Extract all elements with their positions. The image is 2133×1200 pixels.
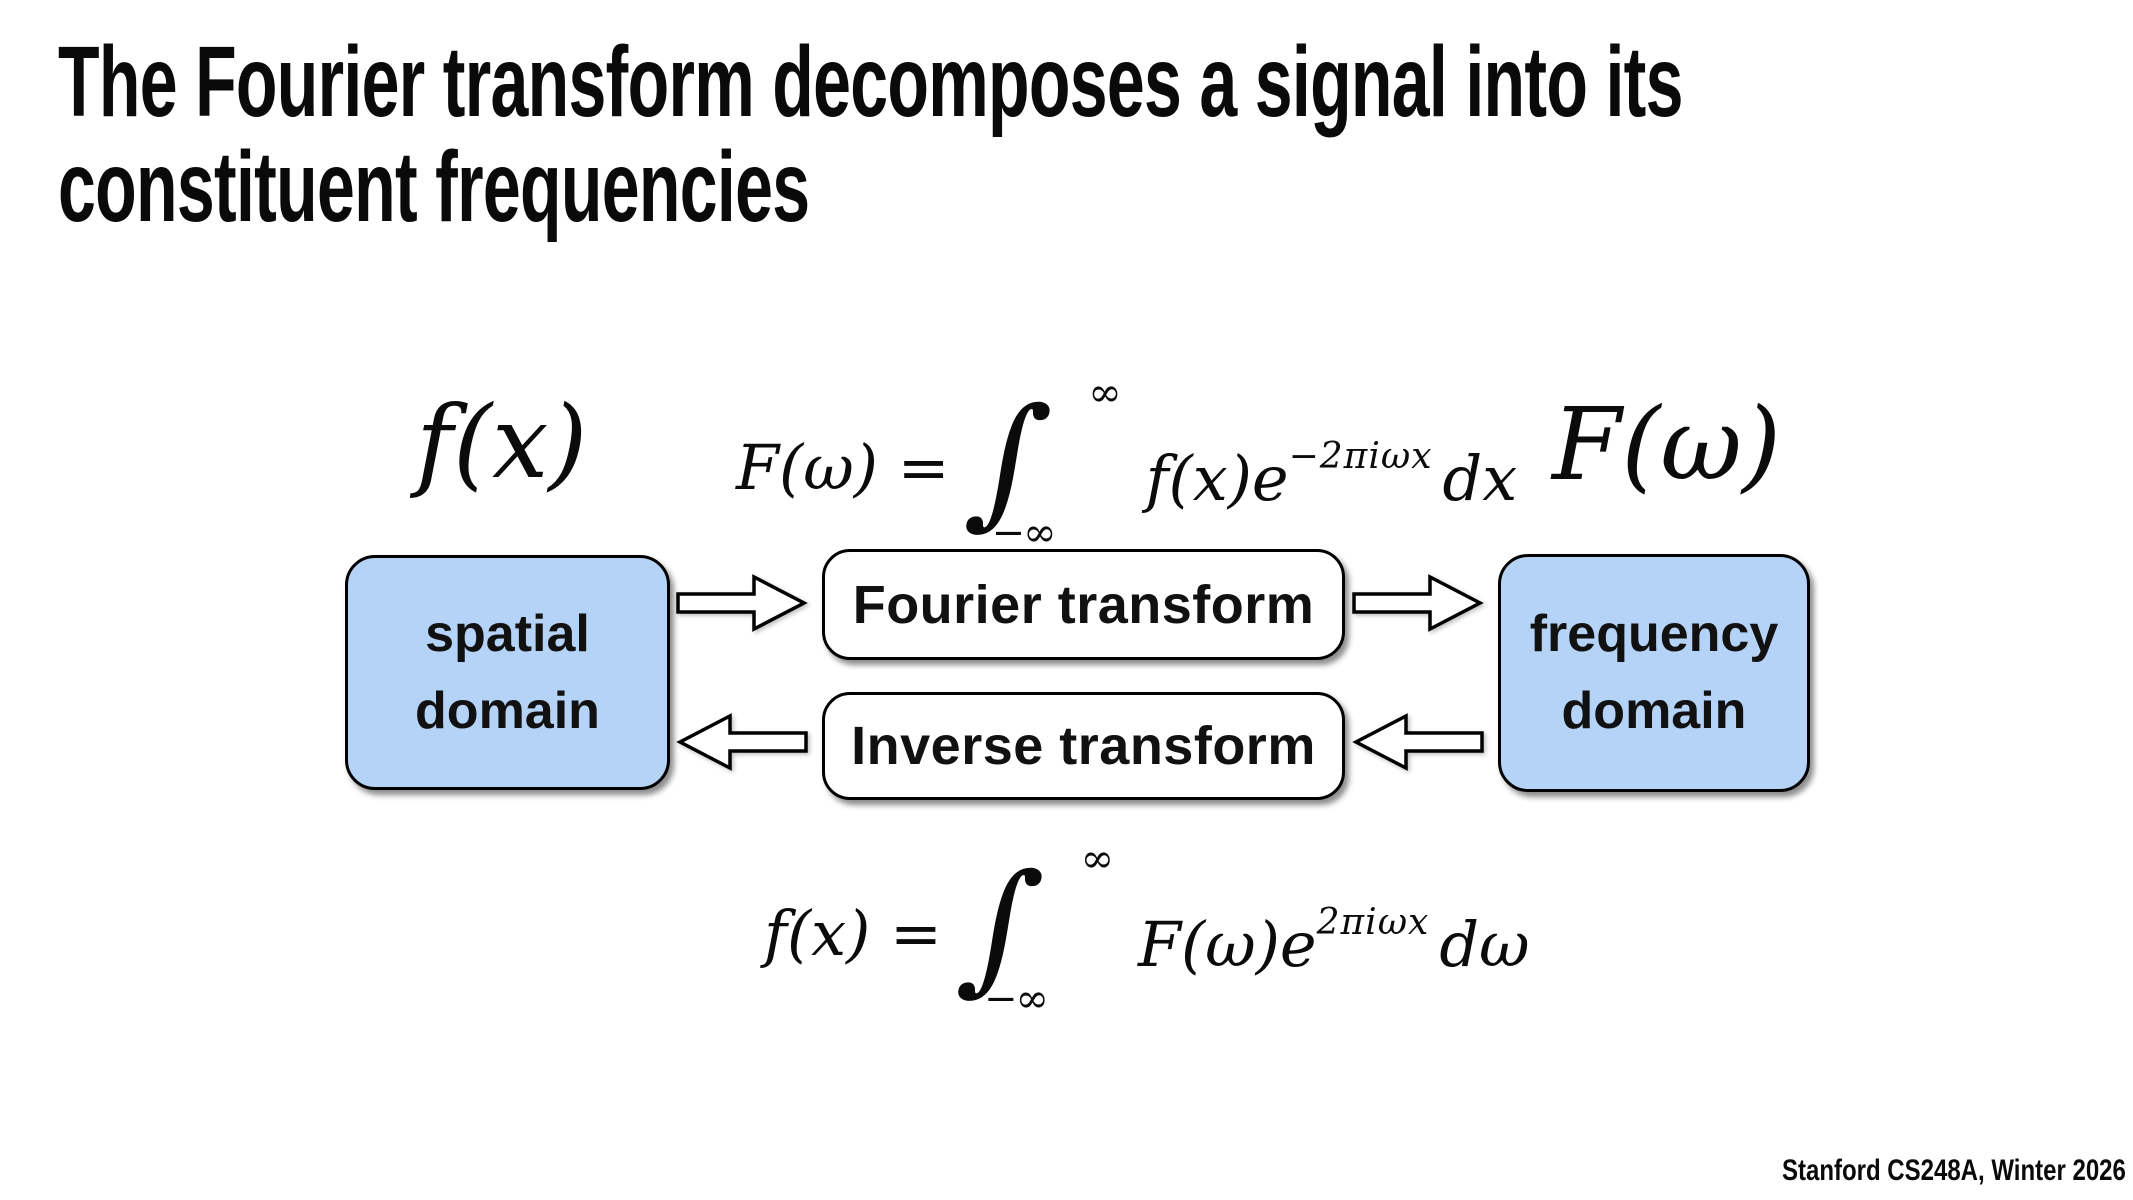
title-line-1: The Fourier transform decomposes a signa…	[58, 26, 1683, 138]
inverse-transform-label: Inverse transform	[851, 716, 1316, 776]
spatial-domain-label-line2: domain	[415, 681, 600, 740]
title-line-2: constituent frequencies	[58, 131, 810, 243]
spatial-domain-label-line1: spatial	[425, 604, 590, 663]
inverse-exponent: 2πiωx	[1316, 902, 1430, 943]
frequency-signal-formula: F(ω)	[1552, 386, 1781, 503]
forward-exponent: −2πiωx	[1288, 436, 1433, 477]
integral-symbol: ∫ ∞ −∞	[952, 839, 1114, 1019]
inverse-transform-box: Inverse transform	[822, 692, 1345, 800]
frequency-domain-label-line1: frequency	[1529, 605, 1779, 663]
integral-upper-limit: ∞	[1088, 370, 1121, 416]
fourier-transform-label: Fourier transform	[852, 574, 1315, 635]
forward-differential: dx	[1442, 442, 1518, 515]
integral-lower-limit: −∞	[991, 510, 1057, 556]
left-arrow-icon	[1352, 711, 1484, 773]
integral-upper-limit: ∞	[1080, 836, 1114, 882]
slide-title: The Fourier transform decomposes a signa…	[58, 30, 2133, 240]
fourier-transform-box: Fourier transform	[822, 549, 1345, 660]
inverse-differential: dω	[1439, 908, 1530, 981]
footer-credit: Stanford CS248A, Winter 2026	[1782, 1154, 2126, 1187]
right-arrow-icon	[1352, 572, 1484, 634]
spatial-signal-formula: f(x)	[416, 384, 588, 501]
inverse-lhs: f(x) =	[764, 897, 942, 970]
frequency-domain-box: frequency domain	[1498, 554, 1810, 792]
frequency-domain-label-line2: domain	[1561, 682, 1747, 740]
forward-lhs: F(ω) =	[736, 431, 950, 504]
right-arrow-icon	[676, 572, 808, 634]
integral-symbol: ∫ ∞ −∞	[960, 373, 1122, 553]
spatial-domain-box: spatial domain	[345, 555, 670, 790]
integral-lower-limit: −∞	[983, 976, 1049, 1022]
left-arrow-icon	[676, 711, 808, 773]
